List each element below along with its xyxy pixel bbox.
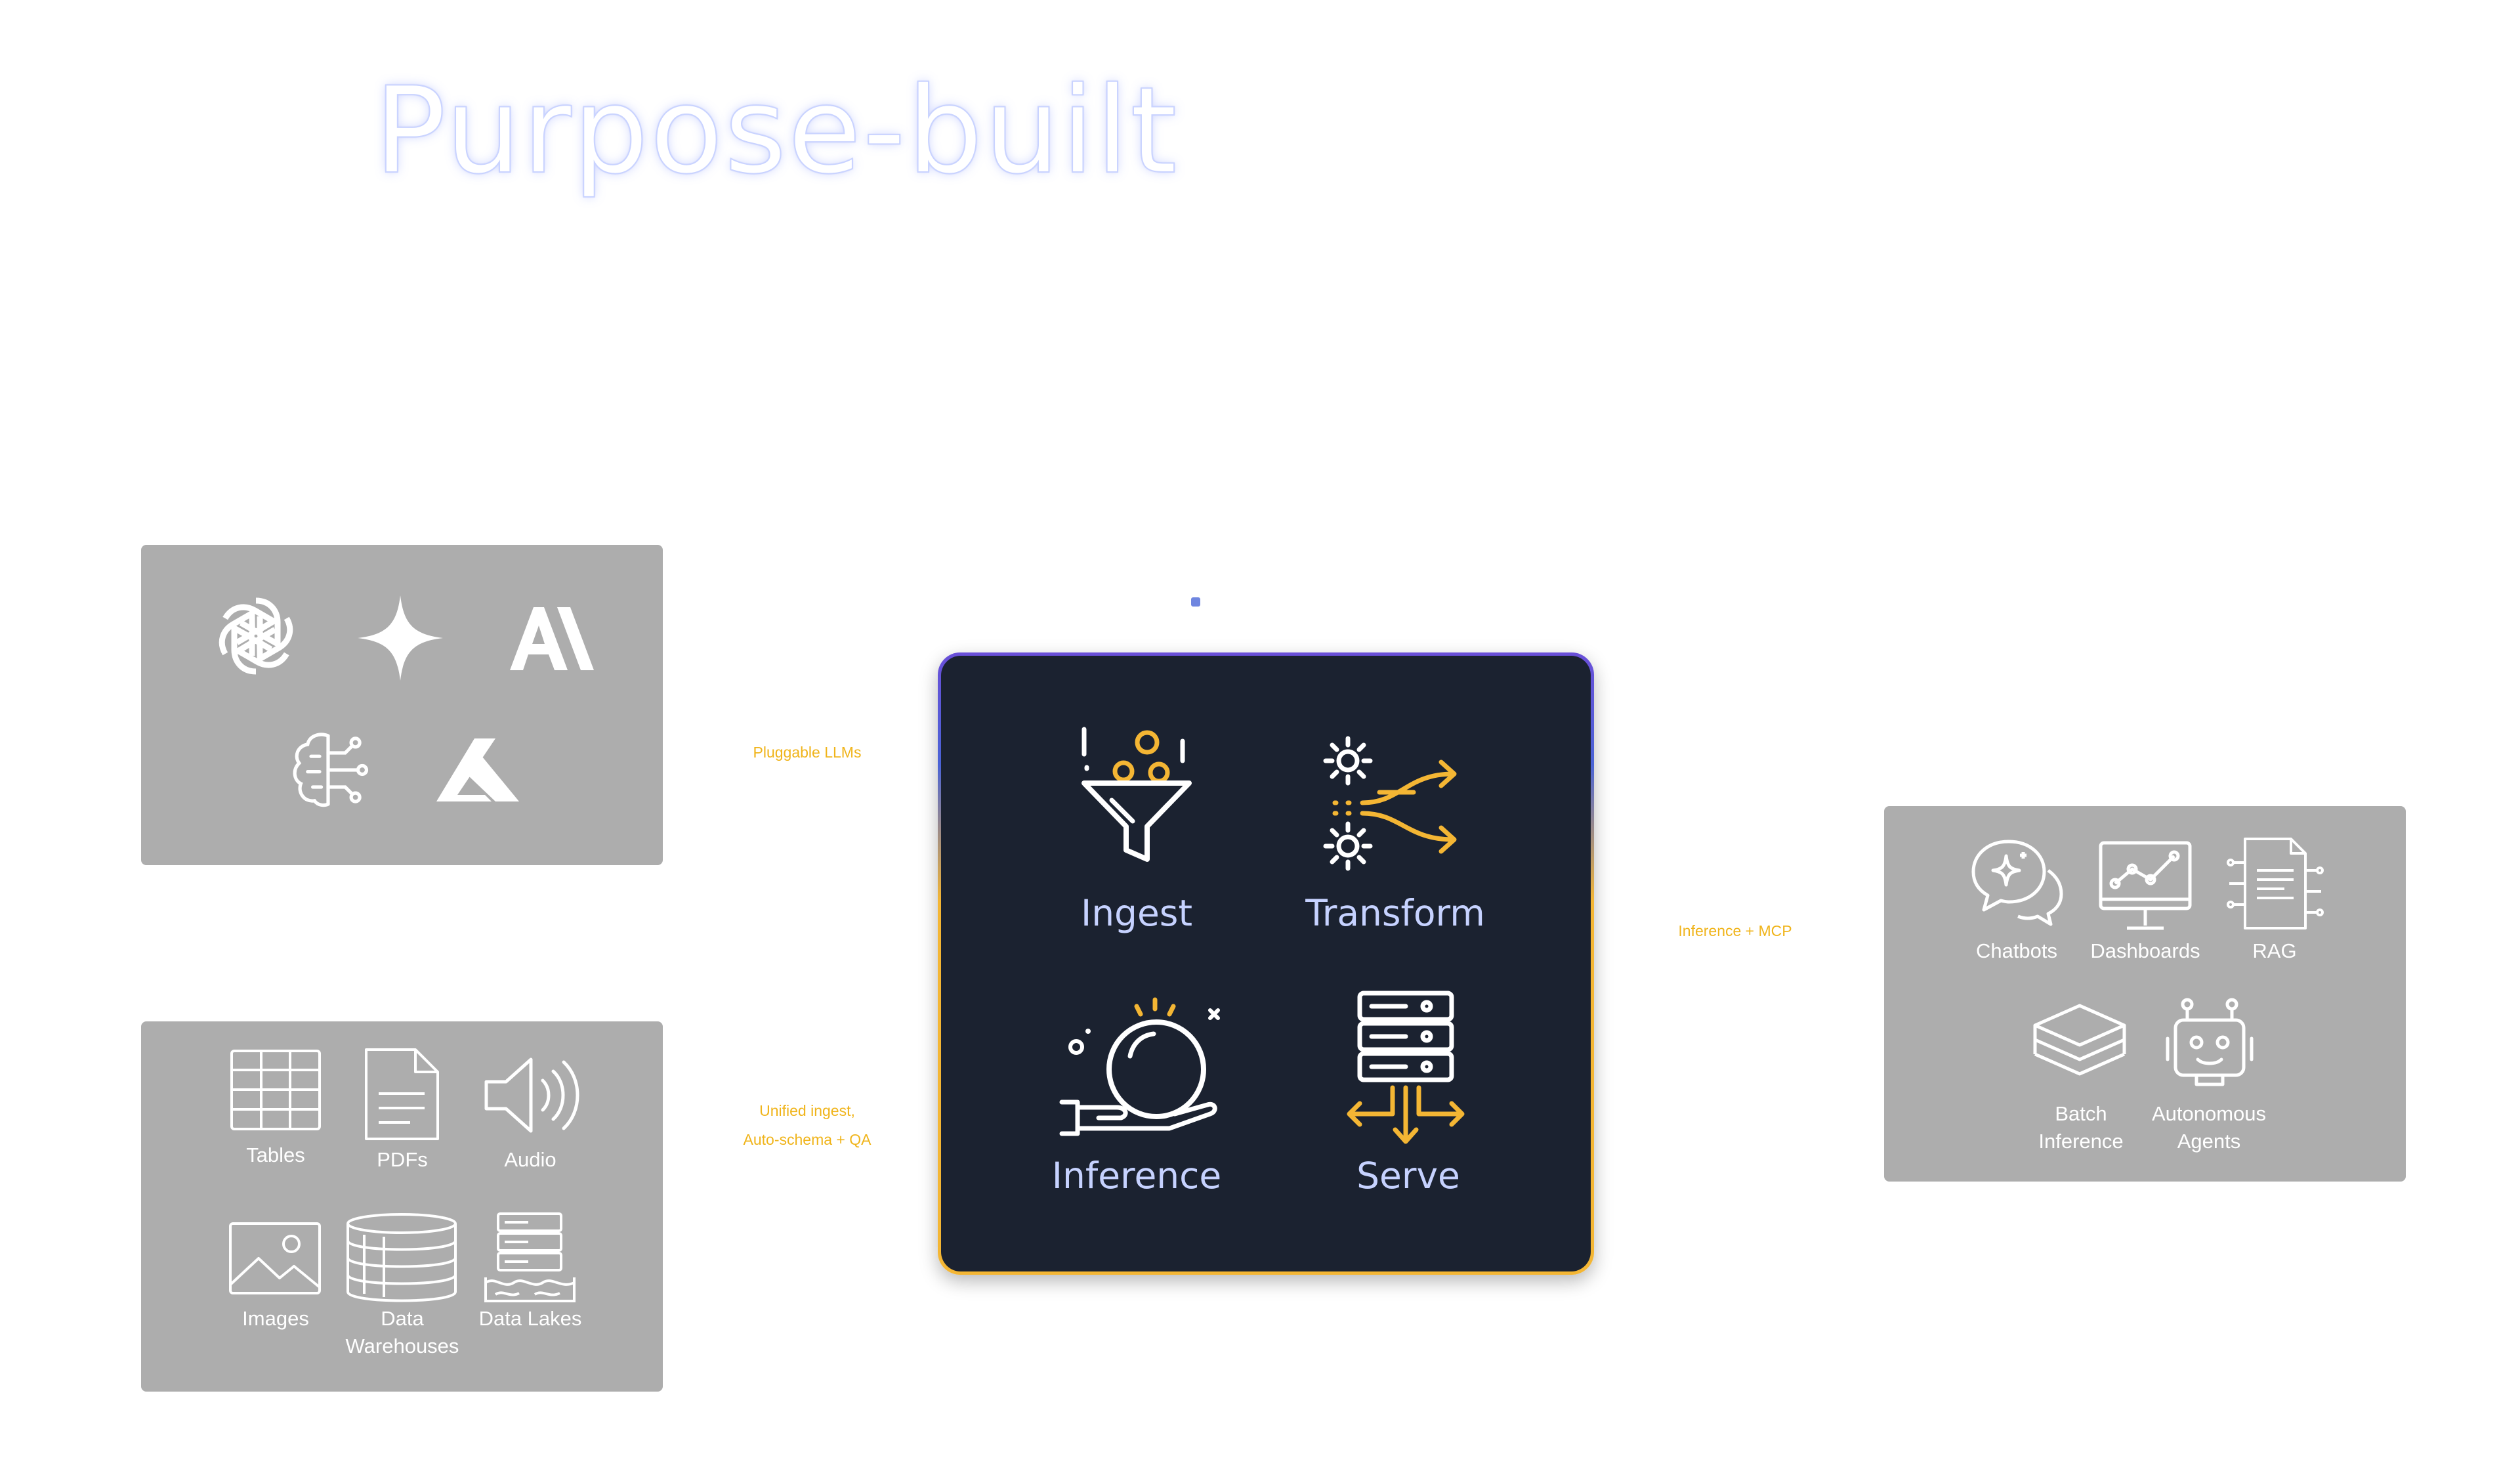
output-label-agents-line2: Agents xyxy=(2177,1130,2241,1153)
source-label-pdfs: PDFs xyxy=(377,1148,428,1171)
core-label-ingest: Ingest xyxy=(1080,892,1193,934)
chat-bubbles-icon xyxy=(1971,840,2063,926)
core-label-inference: Inference xyxy=(1051,1155,1222,1197)
llm-providers-panel xyxy=(141,545,663,865)
data-sources-panel: Tables PDFs Audio Images xyxy=(141,1021,663,1392)
monitor-chart-icon xyxy=(2099,841,2192,930)
output-label-chatbots: Chatbots xyxy=(1975,939,2058,962)
edge-label-outputs: Inference + MCP xyxy=(1678,922,1792,939)
funnel-icon xyxy=(1082,727,1192,862)
gears-arrows-icon xyxy=(1323,736,1457,871)
output-label-dashboards: Dashboards xyxy=(2090,939,2200,962)
robot-icon xyxy=(2166,998,2254,1086)
output-label-agents-line1: Autonomous xyxy=(2151,1102,2267,1125)
core-platform-box: Ingest Transform xyxy=(938,652,1594,1275)
source-label-audio: Audio xyxy=(504,1148,556,1171)
output-label-batch-line1: Batch xyxy=(2055,1102,2107,1125)
gemini-sparkle-icon xyxy=(358,595,443,681)
speaker-icon xyxy=(484,1057,579,1133)
source-label-data-warehouses-line2: Warehouses xyxy=(345,1334,459,1357)
source-label-data-warehouses-line1: Data xyxy=(381,1307,424,1330)
source-label-tables: Tables xyxy=(246,1143,305,1166)
openai-icon xyxy=(207,587,305,685)
layers-icon xyxy=(2033,1004,2126,1076)
azure-icon xyxy=(436,738,519,801)
database-icon xyxy=(346,1213,457,1302)
edge-label-llm: Pluggable LLMs xyxy=(753,744,862,761)
core-platform-inner: Ingest Transform xyxy=(941,656,1591,1271)
table-icon xyxy=(230,1050,321,1130)
ai-brain-icon xyxy=(293,733,369,807)
core-label-transform: Transform xyxy=(1305,892,1485,934)
document-icon xyxy=(365,1048,439,1140)
dot-marker xyxy=(1191,597,1200,607)
output-label-rag: RAG xyxy=(2252,939,2297,962)
edge-label-sources-line1: Unified ingest, xyxy=(759,1102,855,1119)
source-label-data-lakes: Data Lakes xyxy=(478,1307,582,1330)
page-headline: Purpose-built xyxy=(373,61,1179,200)
image-icon xyxy=(229,1222,321,1294)
data-lake-icon xyxy=(484,1212,576,1302)
outputs-panel: Chatbots Dashboards RAG Batch Inferen xyxy=(1884,806,2406,1182)
core-label-serve: Serve xyxy=(1356,1155,1460,1197)
server-icon xyxy=(1347,991,1465,1144)
document-circuit-icon xyxy=(2227,838,2324,929)
source-label-images: Images xyxy=(242,1307,309,1330)
anthropic-icon xyxy=(510,607,594,670)
crystal-ball-icon xyxy=(1059,997,1220,1136)
edge-label-sources-line2: Auto-schema + QA xyxy=(743,1131,872,1148)
output-label-batch-line2: Inference xyxy=(2038,1130,2124,1153)
